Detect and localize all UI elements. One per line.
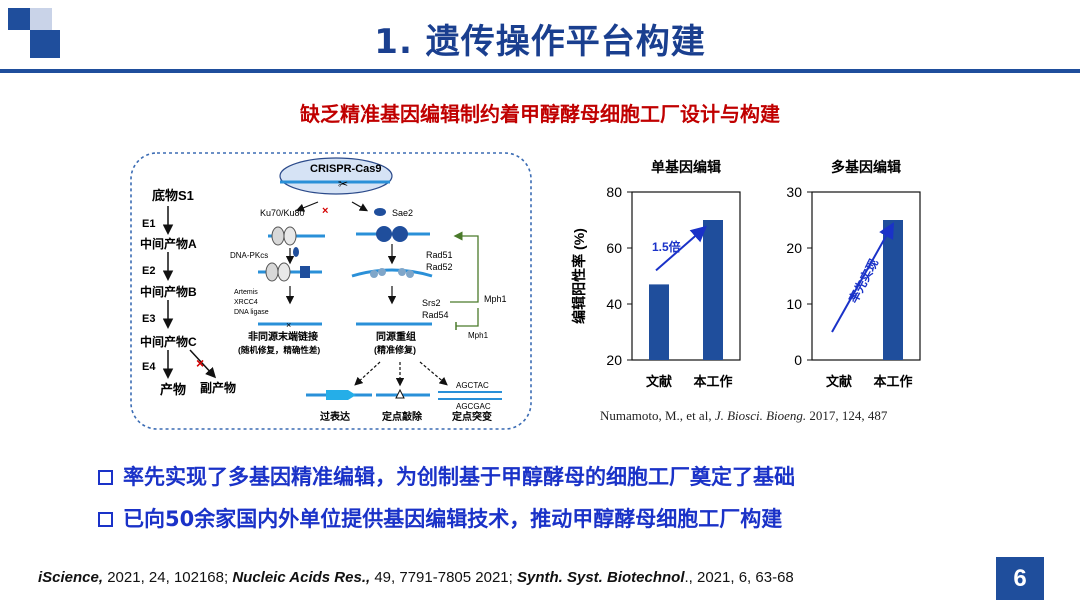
chart-1-ytick-label: 80 (606, 184, 622, 200)
slide-subtitle: 缺乏精准基因编辑制约着甲醇酵母细胞工厂设计与构建 (300, 102, 780, 126)
logo-square-large (30, 30, 60, 58)
chart-1-bar-1 (649, 284, 669, 360)
slide-title: 1. 遗传操作平台构建 (374, 22, 706, 62)
chart-2-ytick-label: 20 (786, 240, 802, 256)
pathway-intermediate-a: 中间产物A (140, 236, 197, 251)
chart-2-xlabel-1: 文献 (826, 374, 852, 389)
chart-citation: Numamoto, M., et al, J. Biosci. Bioeng. … (600, 408, 887, 424)
nhej-sub: (随机修复，精确性差) (238, 345, 320, 355)
ref2-details: 49, 7791-7805 2021; (370, 569, 517, 586)
ref3-journal: Synth. Syst. Biotechnol (516, 569, 685, 586)
pathway-e3: E3 (142, 313, 155, 325)
chart-1-title: 单基因编辑 (651, 159, 721, 175)
pathway-e1: E1 (142, 218, 155, 230)
ref1-details: 2021, 24, 102168; (103, 569, 233, 586)
srs2-label: Srs2 (422, 298, 441, 308)
chart-2-ytick-label: 0 (794, 352, 802, 368)
crispr-label: CRISPR-Cas9 (310, 163, 382, 175)
chart-2-title: 多基因编辑 (831, 159, 901, 175)
citation-details: 2017, 124, 487 (806, 408, 888, 423)
junction-mark: × (286, 320, 291, 330)
panel-border (130, 152, 532, 430)
ref2-journal: Nucleic Acids Res., (232, 569, 371, 586)
pathway-e4: E4 (142, 361, 156, 373)
hr-label: 同源重组 (376, 330, 416, 343)
gene-editing-diagram: 底物S1 E1 中间产物A E2 中间产物B E3 中间产物C × E4 产物 … (130, 152, 532, 430)
pathway-e2: E2 (142, 265, 155, 277)
chart-1-annotation: 1.5倍 (652, 239, 681, 254)
mph1-label: Mph1 (484, 294, 507, 304)
pathway-intermediate-b: 中间产物B (140, 284, 197, 299)
seq-bottom: AGCGAC (456, 402, 491, 411)
nhej-label: 非同源末端链接 (248, 330, 318, 343)
chart-2-xlabel-2: 本工作 (873, 374, 912, 389)
ku-label: Ku70/Ku80 (260, 208, 305, 218)
bullet-1: 率先实现了多基因精准编辑，为创制基于甲醇酵母的细胞工厂奠定了基础 (98, 461, 795, 491)
chart-2-ytick-label: 10 (786, 296, 802, 312)
checkbox-icon (98, 470, 113, 485)
chart-1-ytick-label: 20 (606, 352, 622, 368)
xrcc4-label: XRCC4 (234, 299, 258, 306)
rad52-label: Rad52 (426, 262, 453, 272)
bullet-2: 已向50余家国内外单位提供基因编辑技术，推动甲醇酵母细胞工厂构建 (98, 503, 782, 533)
ligase-label: DNA ligase (234, 309, 269, 316)
bullet-2-text: 已向50余家国内外单位提供基因编辑技术，推动甲醇酵母细胞工厂构建 (123, 507, 783, 531)
page-number: 6 (996, 557, 1044, 600)
hr-sub: (精准修复) (374, 344, 416, 355)
citation-journal: J. Biosci. Bioeng. (714, 408, 807, 423)
outcome-mutation: 定点突变 (452, 410, 492, 423)
pathway-byproduct: 副产物 (200, 380, 236, 395)
chart-2-frame (811, 191, 921, 361)
chart-2-ytick-label: 30 (786, 184, 802, 200)
logo-square-light (30, 8, 52, 30)
outcome-knockout: 定点敲除 (382, 410, 423, 423)
outcome-overexpression: 过表达 (320, 410, 350, 423)
sae-label: Sae2 (392, 208, 413, 218)
references: iScience, 2021, 24, 102168; Nucleic Acid… (38, 569, 794, 586)
chart-1-frame (631, 191, 741, 361)
checkbox-icon (98, 512, 113, 527)
pathway-substrate: 底物S1 (152, 188, 194, 203)
artemis-label: Artemis (234, 289, 258, 296)
chart-1-ytick-label: 40 (606, 296, 622, 312)
citation-authors: Numamoto, M., et al, (600, 408, 715, 423)
chart-1-xlabel-1: 文献 (646, 374, 672, 389)
pathway-intermediate-c: 中间产物C (140, 334, 197, 349)
chart-2-annotation-arrow (831, 222, 894, 333)
chart-1-xlabel-2: 本工作 (693, 374, 732, 389)
ref3-details: ., 2021, 6, 63-68 (684, 569, 794, 586)
editing-efficiency-charts: 单基因编辑 20 40 60 80 文献 本工作 编辑阳性率 (%) 1.5倍 多基因编辑 0 10 2… (571, 159, 921, 389)
seq-top: AGCTAC (456, 381, 489, 390)
block-mark: × (196, 355, 204, 371)
chart-1-annotation-arrow (655, 225, 708, 272)
chart-1-bar-2 (703, 220, 723, 360)
bullet-1-text: 率先实现了多基因精准编辑，为创制基于甲醇酵母的细胞工厂奠定了基础 (123, 465, 795, 489)
rad54-label: Rad54 (422, 310, 449, 320)
pathway-product: 产物 (160, 382, 186, 397)
ku-block-mark: × (322, 205, 328, 217)
chart-2-bar-2 (883, 220, 903, 360)
chart-1-ylabel: 编辑阳性率 (%) (571, 228, 587, 324)
rad51-label: Rad51 (426, 250, 453, 260)
logo-square-dark (8, 8, 30, 30)
chart-2-annotation: 率先实现 (845, 256, 881, 305)
chart-1-ytick-label: 60 (606, 240, 622, 256)
scissors-icon: ✂ (338, 177, 348, 191)
ref1-journal: iScience, (38, 569, 104, 586)
dnapk-label: DNA-PKcs (230, 251, 268, 260)
title-divider (0, 69, 1080, 73)
mph1-label-2: Mph1 (468, 331, 489, 340)
